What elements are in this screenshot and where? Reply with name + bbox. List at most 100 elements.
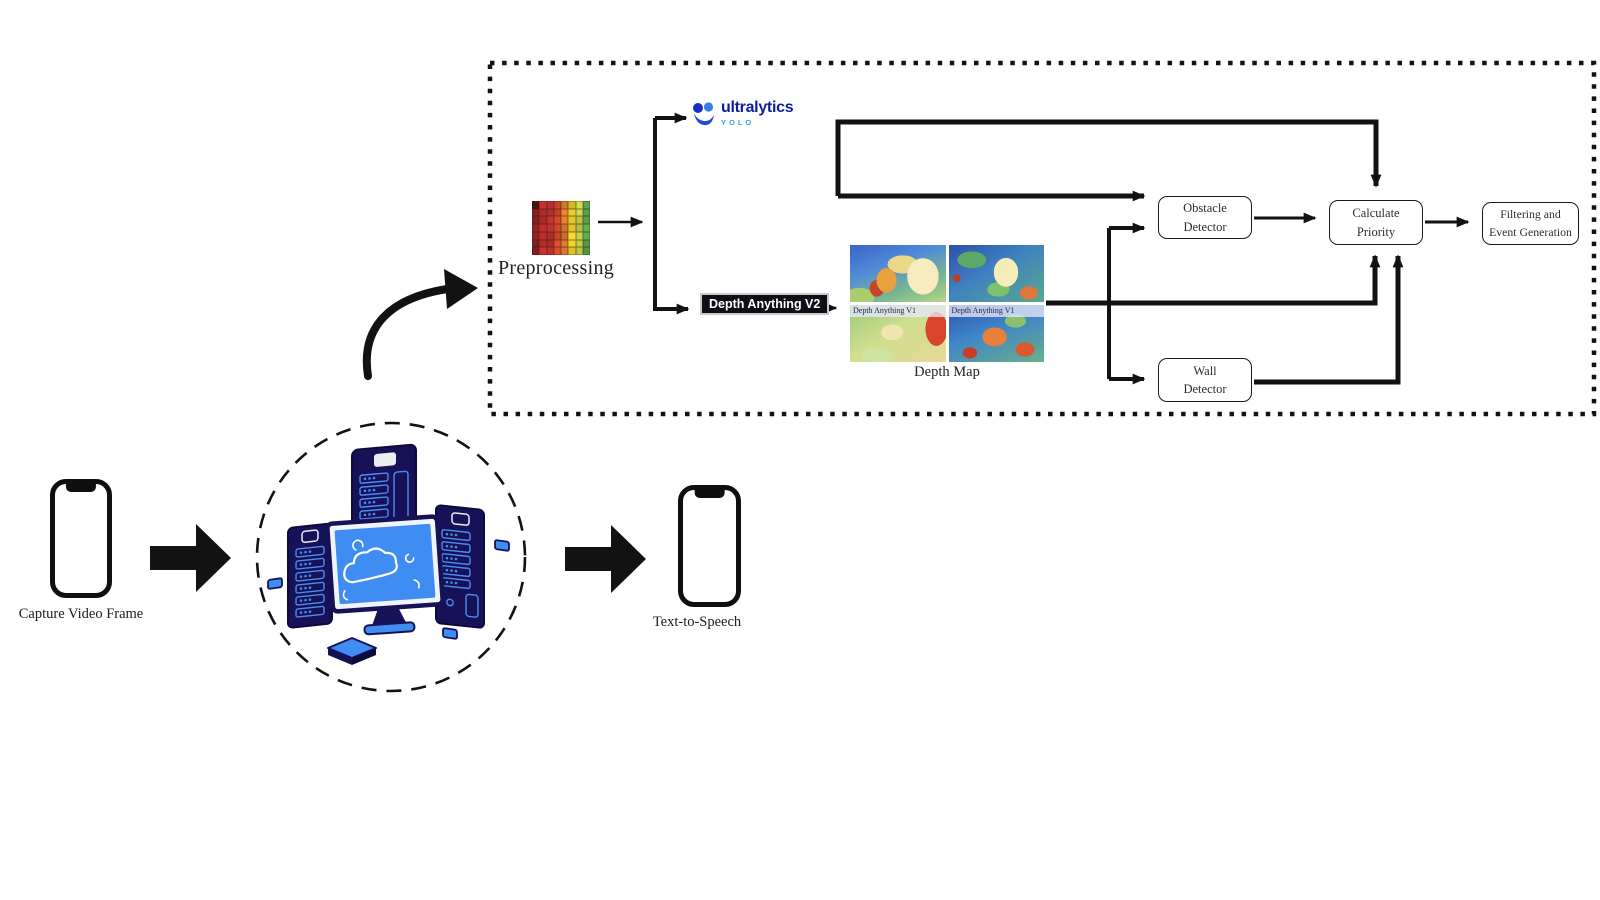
preprocessing-grid-cell <box>532 239 540 248</box>
preprocessing-grid-cell <box>575 247 583 255</box>
depth-map-tile-plants <box>948 245 1044 302</box>
preprocessing-grid-cell <box>561 201 569 209</box>
preprocessing-grid-cell <box>561 216 569 225</box>
preprocessing-grid-cell <box>582 231 590 240</box>
depth-map-tile-indoor <box>850 245 946 302</box>
preprocessing-grid-cell <box>546 216 554 225</box>
preprocessing-grid-cell <box>561 247 569 255</box>
depth-map-watermark: Depth Anything V1 <box>948 305 1044 317</box>
phone-notch <box>65 483 97 492</box>
preprocessing-grid-cell <box>575 231 583 240</box>
depth-map-tile-indoor-2: Depth Anything V1 <box>850 305 946 362</box>
depth-map-watermark: Depth Anything V1 <box>850 305 946 317</box>
mini-server-box <box>327 637 377 665</box>
preprocessing-grid-cell <box>532 247 540 255</box>
preprocessing-grid-cell <box>582 224 590 232</box>
preprocessing-grid-cell <box>568 208 576 217</box>
preprocessing-grid-cell <box>575 201 583 209</box>
preprocessing-grid-cell <box>539 201 547 209</box>
ultralytics-icon <box>693 102 714 126</box>
cloud-doodle <box>342 539 420 601</box>
preprocessing-grid-cell <box>568 216 576 225</box>
tts-phone-label: Text-to-Speech <box>652 614 742 630</box>
preprocessing-grid-cell <box>575 216 583 225</box>
wall-detector-node: Wall Detector <box>1158 358 1252 402</box>
preprocessing-grid-cell <box>546 208 554 217</box>
preprocessing-grid-cell <box>561 208 569 217</box>
arrow-yolo-to-calculate-priority <box>835 119 1382 196</box>
preprocessing-grid-cell <box>532 231 540 240</box>
big-arrow-capture-to-server <box>150 524 231 592</box>
node-label-line: Event Generation <box>1489 224 1572 239</box>
node-label-line: Detector <box>1183 382 1227 396</box>
depth-map-image-grid: Depth Anything V1 Depth Anything V1 <box>850 245 1044 362</box>
preprocessing-grid-cell <box>561 224 569 232</box>
curved-arrow-server-to-pipeline <box>362 269 478 380</box>
preprocessing-grid-cell <box>553 247 561 255</box>
preprocessing-grid-cell <box>546 231 554 240</box>
node-label-line: Wall <box>1193 363 1217 378</box>
accent-chips <box>267 539 510 640</box>
preprocessing-grid-cell <box>561 239 569 248</box>
node-label-line: Priority <box>1356 224 1396 239</box>
node-label-line: Calculate <box>1352 206 1400 221</box>
phone-notch <box>694 489 725 498</box>
preprocessing-grid-cell <box>553 208 561 217</box>
server-tower-left <box>287 522 333 629</box>
preprocessing-grid-cell <box>539 239 547 248</box>
preprocessing-grid-cell <box>553 201 561 209</box>
arrow-wall-to-calculate <box>1254 254 1404 385</box>
preprocessing-grid-cell <box>539 216 547 225</box>
server-tower-right <box>435 504 485 629</box>
filtering-event-generation-node: Filtering and Event Generation <box>1482 202 1579 245</box>
node-label-line: Obstacle <box>1183 201 1227 216</box>
preprocessing-grid-cell <box>539 231 547 240</box>
calculate-priority-node: Calculate Priority <box>1329 200 1423 245</box>
yolo-model-text: YOLO <box>721 118 755 127</box>
preprocessing-grid-cell <box>575 224 583 232</box>
preprocessing-grid-cell <box>546 201 554 209</box>
preprocessing-grid-cell <box>532 224 540 232</box>
tts-phone <box>678 485 741 607</box>
capture-phone <box>50 479 112 598</box>
preprocessing-grid-cell <box>568 231 576 240</box>
server-dashed-circle <box>255 421 527 693</box>
preprocessing-grid-cell <box>546 247 554 255</box>
preprocessing-grid-cell <box>532 216 540 225</box>
preprocessing-grid-cell <box>532 208 540 217</box>
preprocessing-grid-cell <box>539 208 547 217</box>
preprocessing-grid-cell <box>582 216 590 225</box>
preprocessing-grid-cell <box>546 239 554 248</box>
cloud-monitor <box>325 514 445 636</box>
preprocessing-grid-cell <box>553 231 561 240</box>
arrow-depth-map-to-calculate-priority <box>1046 254 1381 306</box>
ultralytics-yolo-logo: ultralytics YOLO <box>690 99 794 129</box>
preprocessing-grid-cell <box>568 239 576 248</box>
preprocessing-grid-cell <box>553 239 561 248</box>
preprocessing-grid-cell <box>575 208 583 217</box>
depth-map-tile-flowers: Depth Anything V1 <box>948 305 1044 362</box>
ultralytics-brand-text: ultralytics <box>721 99 794 116</box>
preprocessing-grid-cell <box>582 239 590 248</box>
preprocessing-grid-cell <box>582 208 590 217</box>
preprocessing-grid-cell <box>582 201 590 209</box>
node-label-line: Detector <box>1183 219 1227 234</box>
obstacle-detector-node: Obstacle Detector <box>1158 196 1252 239</box>
capture-phone-label: Capture Video Frame <box>18 606 144 622</box>
cloud-server-illustration <box>267 443 510 665</box>
preprocessing-grid-cell <box>539 247 547 255</box>
preprocessing-grid-cell <box>568 224 576 232</box>
preprocessing-grid-cell <box>546 224 554 232</box>
preprocessing-grid-cell <box>553 224 561 232</box>
preprocessing-grid-cell <box>575 239 583 248</box>
preprocessing-grid-cell <box>539 224 547 232</box>
depth-map-caption: Depth Map <box>914 364 980 380</box>
node-label-line: Filtering and <box>1500 207 1561 222</box>
preprocessing-image-grid <box>532 201 590 255</box>
preprocessing-grid-cell <box>568 247 576 255</box>
depth-anything-v2-tag: Depth Anything V2 <box>700 293 830 315</box>
preprocessing-grid-cell <box>568 201 576 209</box>
preprocessing-grid-cell <box>553 216 561 225</box>
